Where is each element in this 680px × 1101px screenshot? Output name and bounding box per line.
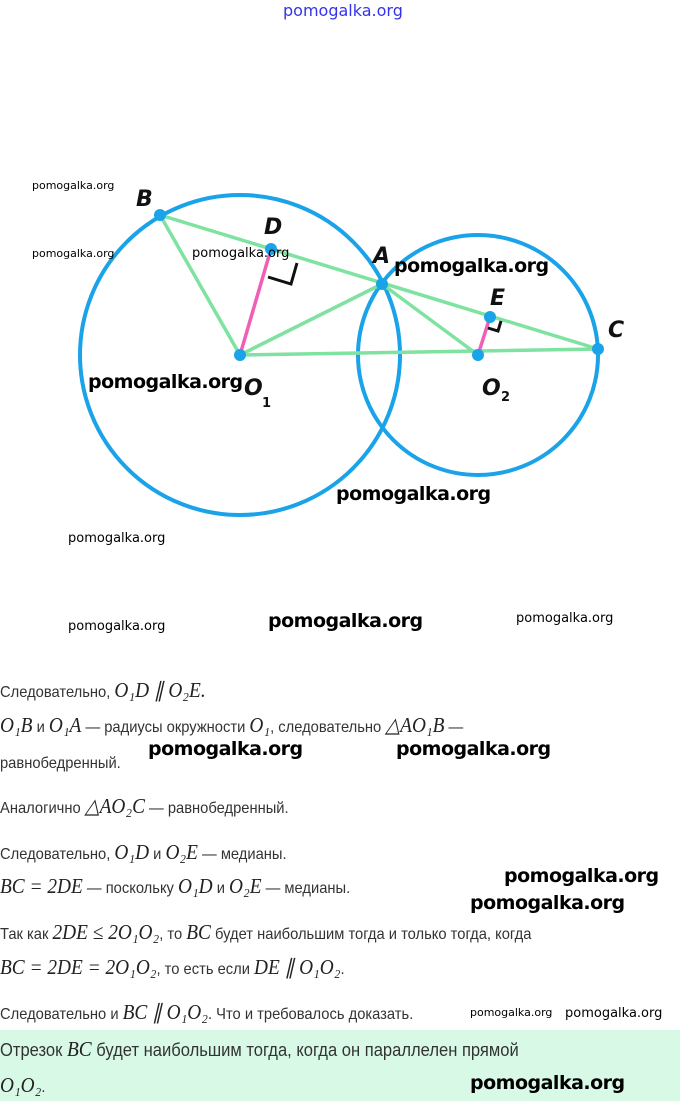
text-line-3: равнобедренный. <box>0 755 121 772</box>
watermark: pomogalka.org <box>516 611 614 626</box>
watermark: pomogalka.org <box>268 610 423 632</box>
text-line-2: O₁B и O₁A — радиусы окружности O₁, следо… <box>0 713 464 737</box>
segment-ao2 <box>380 282 480 357</box>
watermark: pomogalka.org <box>192 246 290 261</box>
text-line-4: Аналогично △AO₂C — равнобедренный. <box>0 794 289 818</box>
watermark: pomogalka.org <box>68 531 166 546</box>
point-c <box>592 343 604 355</box>
geometry-diagram: B D A E C O 1 O 2 <box>78 187 624 517</box>
text-line-7: Так как 2DE ≤ 2O₁O₂, то BC будет наиболь… <box>0 920 532 944</box>
watermark: pomogalka.org <box>68 619 166 634</box>
point-d <box>265 243 277 255</box>
watermark: pomogalka.org <box>470 1072 625 1094</box>
watermark: pomogalka.org <box>32 247 115 260</box>
right-angle-d <box>267 262 299 286</box>
watermark: pomogalka.org <box>396 738 551 760</box>
answer-line-1: Отрезок BC будет наибольшим тогда, когда… <box>0 1037 519 1061</box>
watermark: pomogalka.org <box>336 483 491 505</box>
watermark: pomogalka.org <box>32 179 115 192</box>
label-d: D <box>264 215 282 240</box>
label-o1-sub: 1 <box>262 396 271 411</box>
label-b: B <box>136 187 153 212</box>
point-o2 <box>472 349 484 361</box>
watermark: pomogalka.org <box>470 892 625 914</box>
watermark: pomogalka.org <box>565 1006 663 1021</box>
right-angle-e <box>487 320 503 333</box>
text-line-8: BC = 2DE = 2O₁O₂, то есть если DE ∥ O₁O₂… <box>0 955 345 979</box>
label-o2-sub: 2 <box>501 390 510 405</box>
segment-bo1 <box>158 214 242 356</box>
text-line-1: Следовательно, O₁D ∥ O₂E. <box>0 678 206 702</box>
text-line-6: BC = 2DE — поскольку O₁D и O₂E — медианы… <box>0 874 351 898</box>
watermark: pomogalka.org <box>148 738 303 760</box>
segment-o1c <box>239 347 599 357</box>
label-c: C <box>608 318 624 343</box>
label-o2: O <box>482 376 501 401</box>
answer-box <box>0 1030 680 1101</box>
watermark: pomogalka.org <box>88 371 243 393</box>
label-e: E <box>490 286 505 311</box>
segment-o1d <box>238 248 273 356</box>
text-line-9: Следовательно и BC ∥ O₁O₂. Что и требова… <box>0 1000 414 1024</box>
segment-o2e <box>476 316 492 356</box>
point-o1 <box>234 349 246 361</box>
point-a <box>376 278 388 290</box>
top-watermark[interactable]: pomogalka.org <box>283 1 403 20</box>
text-line-5: Следовательно, O₁D и O₂E — медианы. <box>0 840 287 864</box>
label-a: A <box>371 244 390 269</box>
watermark: pomogalka.org <box>470 1006 553 1019</box>
point-e <box>484 311 496 323</box>
segment-o1a <box>239 282 383 357</box>
answer-line-2: O₁O₂. <box>0 1073 46 1097</box>
watermark: pomogalka.org <box>504 865 659 887</box>
label-o1: O <box>244 376 263 401</box>
circle-o1 <box>78 193 402 517</box>
watermark: pomogalka.org <box>394 255 549 277</box>
point-b <box>154 209 166 221</box>
